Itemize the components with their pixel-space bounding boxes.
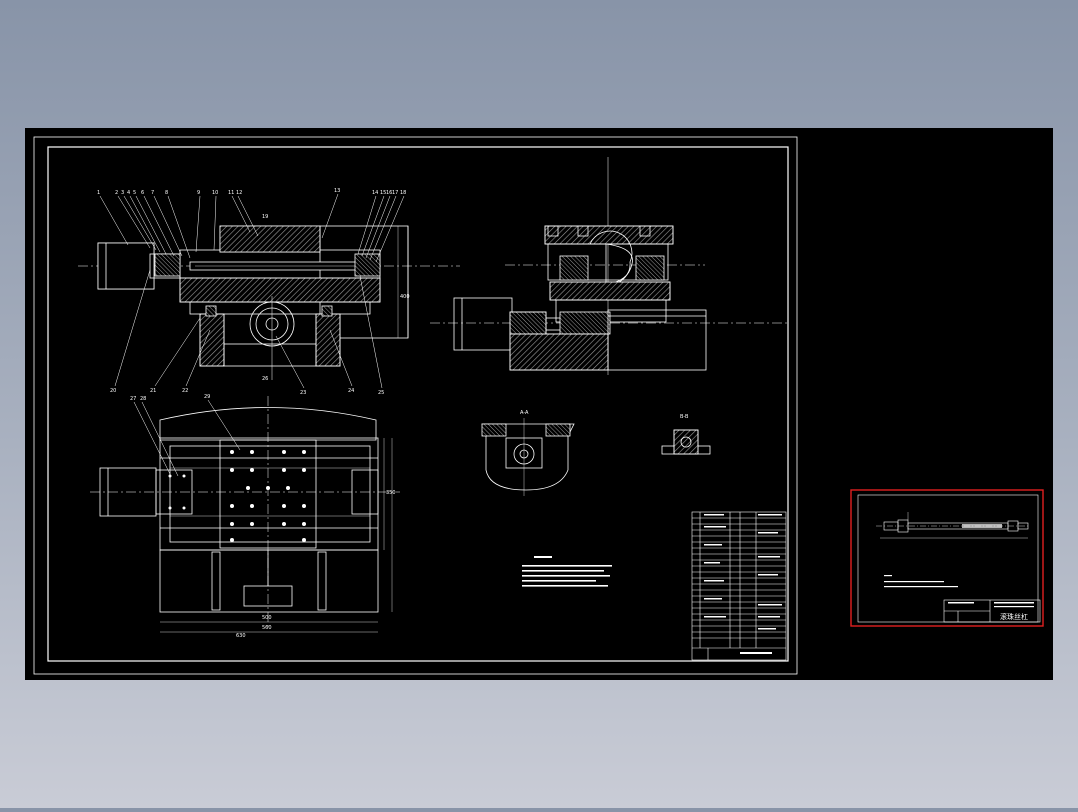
dim-height-a: 350 [386,490,396,496]
balloon-17: 17 [392,190,398,196]
balloon-1: 1 [97,190,100,196]
balloon-16: 16 [386,190,392,196]
dim-width-b: 560 [262,625,272,631]
dim-width-a: 500 [262,615,272,621]
balloon-19: 19 [262,214,268,220]
detail-sheet-ball-screw[interactable]: 滚珠丝杠 [850,489,1044,627]
section-b-detail [661,429,711,455]
model-space [25,128,1053,680]
balloon-24: 24 [348,388,354,394]
balloon-20: 20 [110,388,116,394]
balloon-3: 3 [121,190,124,196]
balloon-12: 12 [236,190,242,196]
balloon-25: 25 [378,390,384,396]
side-view [430,225,790,371]
dim-height-b: 400 [400,294,410,300]
balloon-8: 8 [165,190,168,196]
balloon-15: 15 [380,190,386,196]
balloon-18: 18 [400,190,406,196]
balloon-21: 21 [150,388,156,394]
balloon-26: 26 [262,376,268,382]
dim-width-c: 630 [236,633,246,639]
main-sheet [33,136,798,675]
parts-list-table [691,511,787,661]
section-a-detail [481,418,575,496]
section-b-label: B-B [680,414,689,420]
balloon-14: 14 [372,190,378,196]
balloon-13: 13 [334,188,340,194]
technical-notes [522,556,612,587]
section-a-label: A-A [520,410,529,416]
balloon-7: 7 [151,190,154,196]
balloon-5: 5 [133,190,136,196]
balloon-10: 10 [212,190,218,196]
balloon-27: 27 [130,396,136,402]
front-view [78,193,460,389]
balloon-labels: 1 2 3 4 5 6 7 8 9 10 11 12 13 14 15 16 1… [97,188,689,639]
detail-sheet-title: 滚珠丝杠 [1000,612,1028,621]
balloon-2: 2 [115,190,118,196]
balloon-28: 28 [140,396,146,402]
balloon-29: 29 [204,394,210,400]
balloon-11: 11 [228,190,234,196]
balloon-22: 22 [182,388,188,394]
balloon-6: 6 [141,190,144,196]
bolt-holes [168,450,306,542]
balloon-23: 23 [300,390,306,396]
balloon-4: 4 [127,190,130,196]
plan-view [90,396,400,633]
balloon-9: 9 [197,190,200,196]
